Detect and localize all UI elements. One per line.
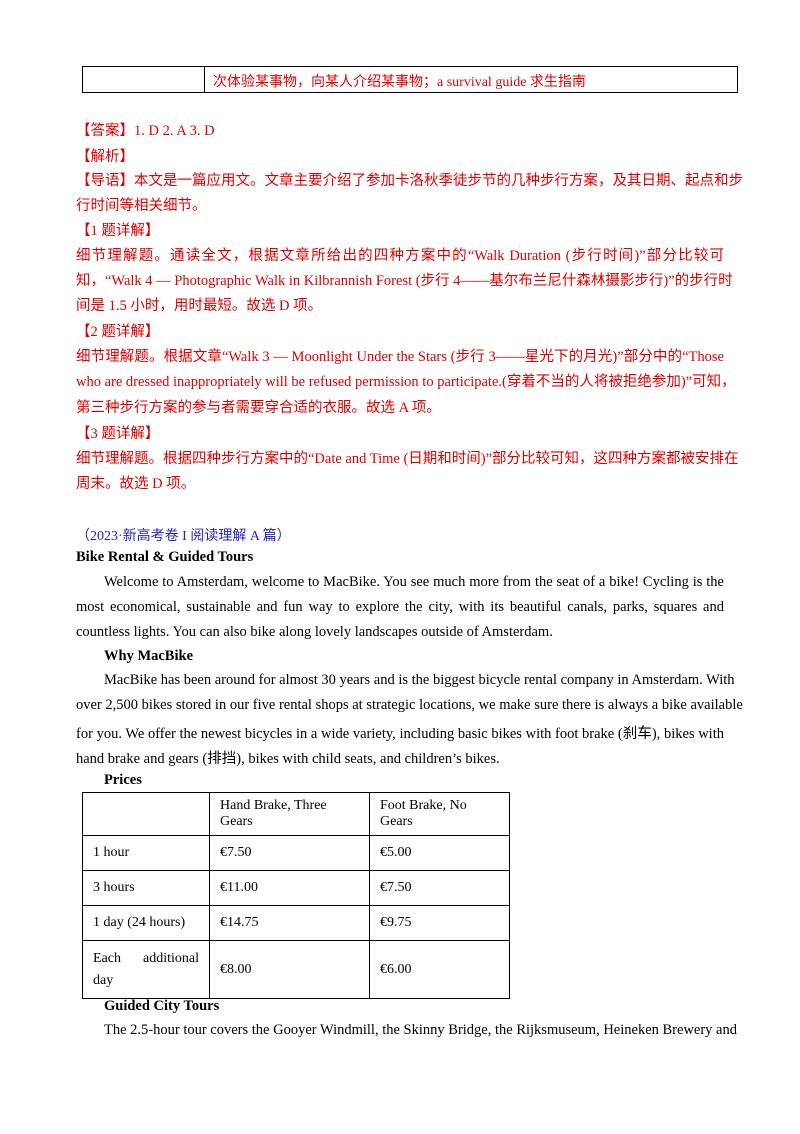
q1-line-1: 细节理解题。通读全文，根据文章所给出的四种方案中的“Walk Duration … [76,248,724,264]
paragraph-2-line-3: for you. We offer the newest bicycles in… [76,726,724,742]
table-row: 3 hours €11.00 €7.50 [82,870,510,906]
q2-line-1: 细节理解题。根据文章“Walk 3 — Moonlight Under the … [76,349,724,365]
paragraph-1-line-1: Welcome to Amsterdam, welcome to MacBike… [104,574,724,590]
table-cell: €11.00 [209,870,370,906]
answer-line: 【答案】1. D 2. A 3. D [76,123,215,139]
table-header-row: Hand Brake, Three Gears Foot Brake, No G… [82,792,510,836]
table-header-cell: Hand Brake, Three Gears [209,792,370,836]
paragraph-2-line-4: hand brake and gears (排挡), bikes with ch… [76,751,500,767]
q2-line-2: who are dressed inappropriately will be … [76,374,736,390]
table-cell: €7.50 [369,870,510,906]
q1-header: 【1 题详解】 [76,223,160,239]
prices-heading: Prices [104,772,142,788]
q1-line-3: 间是 1.5 小时，用时最短。故选 D 项。 [76,298,323,314]
q3-header: 【3 题详解】 [76,426,160,442]
table-cell: €7.50 [209,835,370,871]
vocabulary-table-row: 次体验某事物，向某人介绍某事物；a survival guide 求生指南 [82,66,738,93]
table-cell: 1 hour [82,835,210,871]
table-row: Each additional day €8.00 €6.00 [82,940,510,999]
q1-line-2: 知，“Walk 4 — Photographic Walk in Kilbran… [76,273,733,289]
paragraph-1-line-2: most economical, sustainable and fun way… [76,599,724,615]
table-cell-line: Each additional [93,950,199,966]
table-cell: 3 hours [82,870,210,906]
analysis-header: 【解析】 [76,149,134,165]
table-cell: €8.00 [209,940,370,999]
paragraph-2-line-1: MacBike has been around for almost 30 ye… [104,672,735,688]
table-cell: €5.00 [369,835,510,871]
vocabulary-table-cell: 次体验某事物，向某人介绍某事物；a survival guide 求生指南 [213,75,586,90]
paragraph-1-line-3: countless lights. You can also bike alon… [76,624,553,640]
table-cell-line: day [93,972,114,988]
passage-title: Bike Rental & Guided Tours [76,549,254,565]
q2-header: 【2 题详解】 [76,324,160,340]
q3-line-2: 周末。故选 D 项。 [76,476,196,492]
table-header-cell: Foot Brake, No Gears [369,792,510,836]
q3-line-1: 细节理解题。根据四种步行方案中的“Date and Time (日期和时间)”部… [76,451,739,467]
why-macbike-heading: Why MacBike [104,648,194,664]
vocabulary-table-empty-cell [83,67,205,92]
paragraph-3-line-1: The 2.5-hour tour covers the Gooyer Wind… [104,1022,737,1038]
prices-table: Hand Brake, Three Gears Foot Brake, No G… [82,792,510,999]
q2-line-3: 第三种步行方案的参与者需要穿合适的衣服。故选 A 项。 [76,400,441,416]
table-header-cell [82,792,210,836]
table-row: 1 hour €7.50 €5.00 [82,835,510,871]
guided-tours-heading: Guided City Tours [104,998,220,1014]
paragraph-2-line-2: over 2,500 bikes stored in our five rent… [76,697,743,713]
table-cell: 1 day (24 hours) [82,905,210,941]
table-cell: €6.00 [369,940,510,999]
intro-line-2: 行时间等相关细节。 [76,198,207,214]
table-row: 1 day (24 hours) €14.75 €9.75 [82,905,510,941]
table-cell: Each additional day [82,940,210,999]
passage-source: （2023·新高考卷 I 阅读理解 A 篇） [76,529,291,544]
intro-line-1: 【导语】本文是一篇应用文。文章主要介绍了参加卡洛秋季徒步节的几种步行方案，及其日… [76,173,743,189]
table-cell: €9.75 [369,905,510,941]
table-cell: €14.75 [209,905,370,941]
